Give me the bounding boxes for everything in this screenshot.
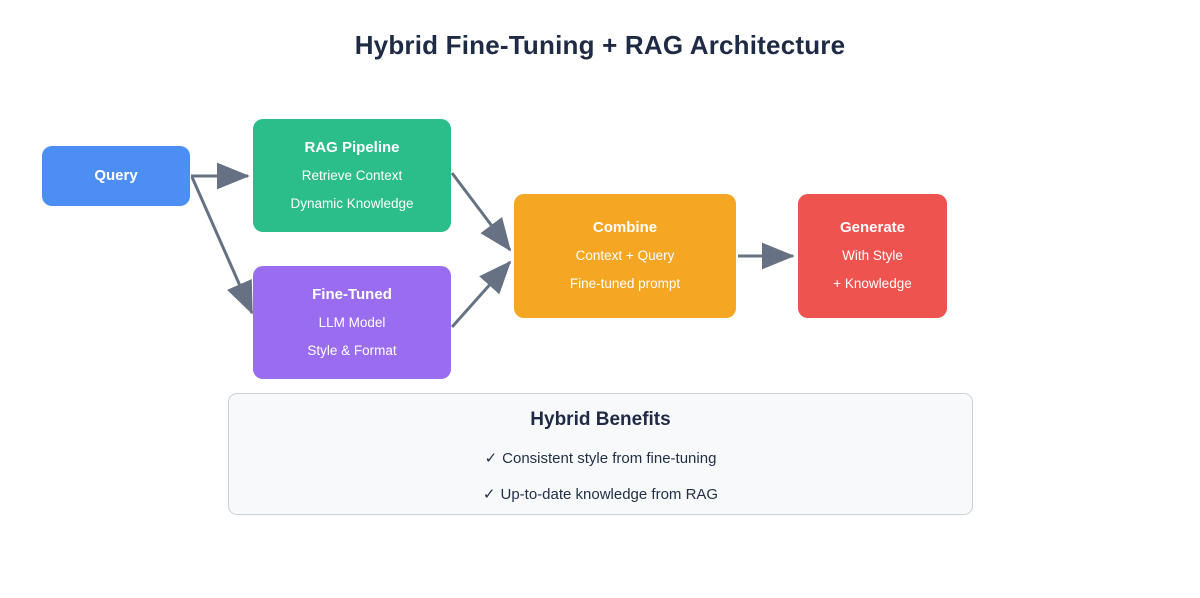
query-node-title: Query — [94, 167, 138, 184]
benefit-item-label: Consistent style from fine-tuning — [502, 450, 717, 467]
benefit-item: ✓Up-to-date knowledge from RAG — [483, 485, 718, 503]
hybrid-benefits-panel: Hybrid Benefits ✓Consistent style from f… — [228, 393, 973, 515]
check-icon: ✓ — [482, 486, 496, 503]
rag-pipeline-node[interactable]: RAG Pipeline Retrieve Context Dynamic Kn… — [253, 119, 451, 232]
combine-node-title: Combine — [592, 219, 658, 237]
rag-pipeline-node-title: RAG Pipeline — [304, 138, 400, 156]
generate-node-subtitle-2: + Knowledge — [833, 276, 912, 291]
query-node[interactable]: Query — [42, 146, 190, 206]
edge-query-to-finetuned — [190, 176, 254, 315]
benefit-item-label: Up-to-date knowledge from RAG — [500, 486, 719, 503]
edge-finetuned-to-combine — [450, 260, 512, 328]
combine-node[interactable]: Combine Context + Query Fine-tuned promp… — [514, 194, 736, 318]
benefit-item: ✓Consistent style from fine-tuning — [485, 449, 717, 467]
rag-pipeline-node-subtitle-1: Retrieve Context — [301, 167, 403, 183]
rag-pipeline-node-subtitle-2: Dynamic Knowledge — [290, 195, 414, 211]
combine-node-subtitle-1: Context + Query — [575, 248, 675, 264]
combine-node-subtitle-2: Fine-tuned prompt — [569, 276, 681, 291]
edge-rag-to-combine — [450, 172, 512, 252]
generate-node-title: Generate — [839, 219, 906, 237]
fine-tuned-node[interactable]: Fine-Tuned LLM Model Style & Format — [253, 266, 451, 379]
page-title: Hybrid Fine-Tuning + RAG Architecture — [354, 30, 846, 60]
check-icon: ✓ — [484, 450, 498, 467]
generate-node[interactable]: Generate With Style + Knowledge — [798, 194, 947, 318]
fine-tuned-node-subtitle-1: LLM Model — [318, 314, 386, 330]
fine-tuned-node-title: Fine-Tuned — [312, 285, 392, 303]
fine-tuned-node-subtitle-2: Style & Format — [307, 342, 397, 358]
generate-node-subtitle-1: With Style — [842, 248, 903, 264]
hybrid-benefits-title: Hybrid Benefits — [530, 409, 671, 430]
